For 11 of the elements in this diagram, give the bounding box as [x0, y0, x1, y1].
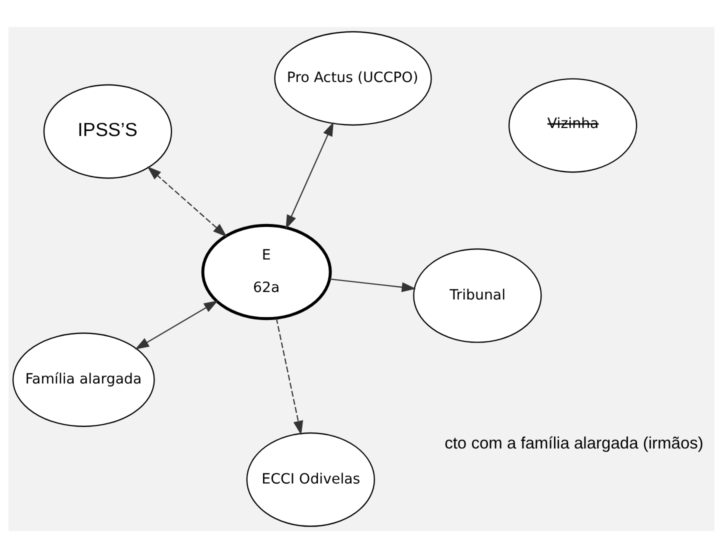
node-ellipse: Família alargada: [12, 332, 155, 426]
node-ellipse: Pro Actus (UCCPO): [274, 30, 432, 126]
arrow: [276, 317, 304, 435]
arrow: [286, 121, 334, 229]
arrow: [134, 300, 218, 350]
node-ellipse: Vizinha: [508, 78, 638, 172]
label: cto com a família alargada (irmãos): [444, 433, 704, 452]
arrow: [330, 278, 416, 292]
node-ellipse: ECCI Odivelas: [246, 432, 375, 526]
arrow: [147, 166, 227, 236]
node-ellipse: Tribunal: [413, 248, 542, 342]
